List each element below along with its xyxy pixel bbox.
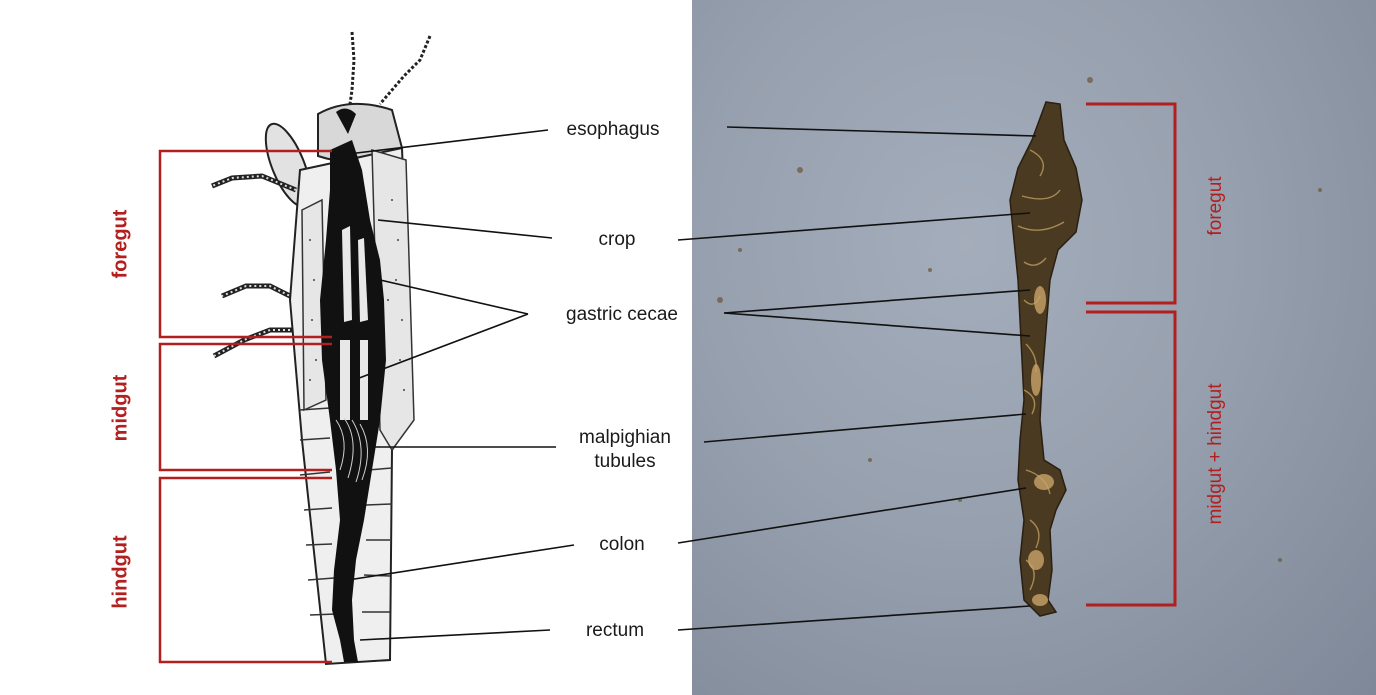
insect-drawing (212, 32, 430, 664)
gastric-cecae-label: gastric cecae (547, 303, 697, 327)
crop-label: crop (567, 228, 667, 252)
right-midgut-hindgut-label: midgut + hindgut (1205, 383, 1227, 524)
right-foregut-bracket (1086, 104, 1175, 303)
foregut-label: foregut (110, 210, 133, 279)
malpighian-label-line1: malpighian (560, 426, 690, 450)
hindgut-bracket (160, 478, 332, 662)
malpighian-label-line2: tubules (560, 450, 690, 474)
crop-leader-right (678, 213, 1030, 240)
malpighian-label: malpighian tubules (560, 426, 690, 474)
colon-label: colon (572, 533, 672, 557)
right-brackets (1086, 104, 1175, 605)
malpighian-leader-right (704, 414, 1026, 442)
esophagus-label: esophagus (553, 118, 673, 142)
gastric-cecae-leader-right-1 (724, 290, 1030, 313)
right-midhind-bracket (1086, 312, 1175, 605)
esophagus-leader-right (727, 127, 1036, 136)
midgut-label: midgut (110, 375, 133, 442)
hindgut-label: hindgut (110, 535, 133, 608)
leader-lines (340, 127, 1036, 640)
rectum-label: rectum (560, 619, 670, 643)
gastric-cecae-leader-right-2 (724, 313, 1030, 336)
right-foregut-label: foregut (1205, 176, 1227, 235)
gut-specimen-photo (717, 77, 1322, 616)
rectum-leader-right (678, 606, 1030, 630)
colon-leader-right (678, 488, 1026, 543)
